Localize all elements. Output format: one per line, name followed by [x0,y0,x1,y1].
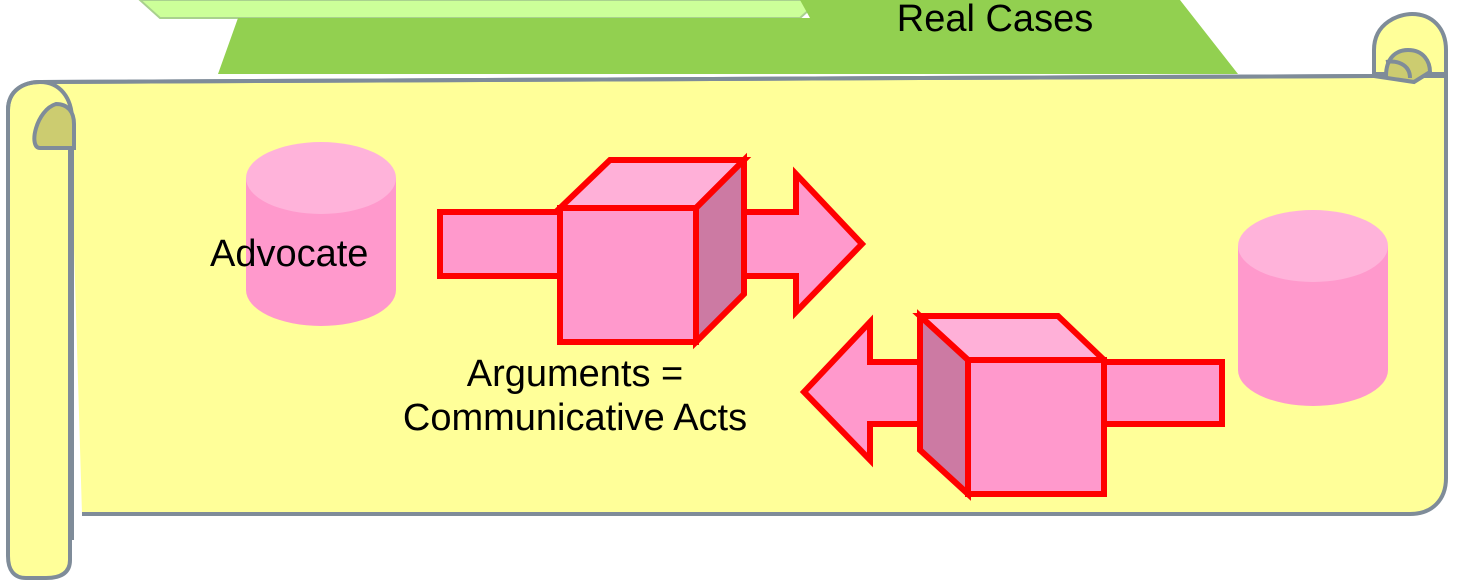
real-cases-back-trapezoid [138,0,822,19]
real-cases-label: Real Cases [896,0,1094,40]
scroll-right-inner-line [1385,59,1412,79]
real-cases-trapezoid [218,0,1238,74]
arguments-label-line1: Arguments = [466,353,684,395]
scroll-body [6,74,1448,580]
top-cube-icon [552,152,752,350]
scroll-left-curl [32,101,76,150]
right-cylinder-icon [1238,210,1388,406]
top-cube-front-face [557,205,699,345]
arguments-label: Arguments = Communicative Acts [320,352,830,440]
left-cylinder-icon [246,142,396,326]
bottom-cube-front-face [965,357,1107,497]
bottom-cube-icon [912,309,1112,501]
scroll-top-edge [39,74,1375,84]
advocate-label: Advocate [210,233,369,275]
arguments-label-line2: Communicative Acts [402,397,748,439]
